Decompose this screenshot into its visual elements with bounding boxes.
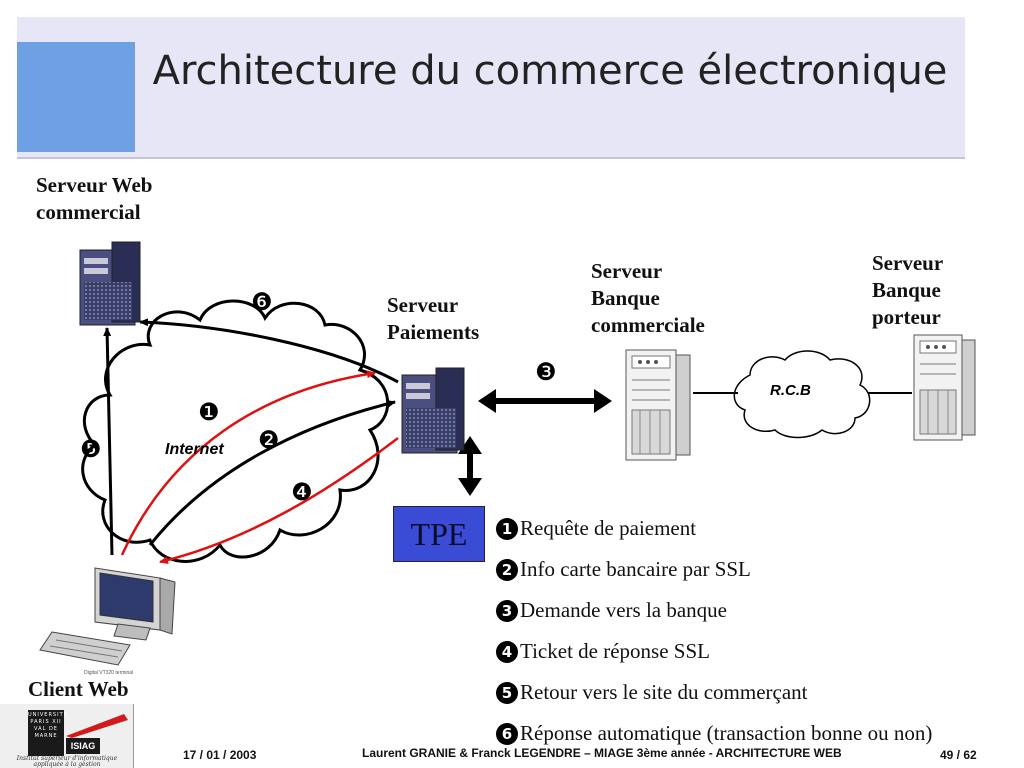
legend-item: 5 Retour vers le site du commerçant — [496, 672, 1024, 713]
arrow-payment-to-web — [139, 318, 399, 384]
legend-number: 5 — [496, 681, 518, 704]
legend-number: 2 — [496, 558, 518, 581]
merchant-bank-server-icon — [625, 349, 691, 461]
merchant-bank-label-line3: commerciale — [591, 313, 705, 337]
footer-date: 17 / 01 / 2003 — [183, 748, 257, 762]
tpe-box: TPE — [393, 506, 485, 562]
slide-title: Architecture du commerce électronique — [152, 48, 948, 94]
footer-page-number: 49 / 62 — [940, 748, 977, 762]
legend-item: 4 Ticket de réponse SSL — [496, 631, 1024, 672]
payment-server-label-line2: Paiements — [387, 320, 480, 344]
web-server-label-line2: commercial — [36, 200, 141, 224]
arrow-client-to-web — [103, 327, 114, 556]
step-marker-2: ❷ — [258, 426, 280, 454]
card-bank-server-icon — [913, 334, 976, 441]
isiag-logo: UNIVERSITÉ PARIS XII VAL DE MARNE ISIAG … — [0, 704, 134, 768]
footer-authors: Laurent GRANIE & Franck LEGENDRE – MIAGE… — [362, 746, 842, 760]
legend-text: Info carte bancaire par SSL — [520, 557, 751, 581]
web-server-label-line1: Serveur Web — [36, 173, 153, 197]
logo-tagline: Institut supérieur d'informatique appliq… — [16, 755, 118, 768]
rcb-cloud — [733, 350, 871, 439]
arrow-step1-red — [120, 370, 376, 556]
client-terminal-icon — [39, 567, 176, 666]
web-server-icon — [79, 241, 141, 326]
legend-item: 1 Requête de paiement — [496, 508, 1024, 549]
title-band — [17, 17, 965, 157]
arrow-client-to-payment — [148, 399, 396, 546]
arrow-step4-red — [159, 437, 399, 564]
legend: 1 Requête de paiement 2 Info carte banca… — [496, 508, 1024, 754]
legend-item: 6 Réponse automatique (transaction bonne… — [496, 713, 1024, 754]
card-bank-label-line2: Banque — [872, 278, 941, 302]
internet-label: Internet — [165, 441, 224, 458]
card-bank-label-line1: Serveur — [872, 251, 944, 275]
legend-text: Réponse automatique (transaction bonne o… — [520, 721, 933, 745]
isiag-mark: ISIAG — [66, 738, 100, 754]
payment-server-label: Serveur Paiements — [387, 292, 479, 346]
legend-number: 1 — [496, 517, 518, 540]
step-marker-1: ❶ — [198, 398, 220, 426]
merchant-bank-label: Serveur Banque commerciale — [591, 258, 705, 339]
merchant-bank-label-line1: Serveur — [591, 259, 663, 283]
legend-number: 4 — [496, 640, 518, 663]
payment-server-label-line1: Serveur — [387, 293, 459, 317]
logo-slash — [66, 714, 128, 738]
legend-text: Retour vers le site du commerçant — [520, 680, 808, 704]
university-mark: UNIVERSITÉ PARIS XII VAL DE MARNE — [28, 710, 67, 756]
merchant-bank-label-line2: Banque — [591, 286, 660, 310]
client-label: Client Web — [28, 677, 129, 701]
terminal-caption: Digital VT320 terminal — [84, 670, 134, 676]
step-marker-3: ❸ — [535, 358, 557, 386]
rcb-label: R.C.B — [770, 382, 811, 399]
legend-text: Ticket de réponse SSL — [520, 639, 710, 663]
internet-cloud — [81, 299, 390, 563]
legend-number: 3 — [496, 599, 518, 622]
legend-text: Demande vers la banque — [520, 598, 727, 622]
web-server-label: Serveur Web commercial — [36, 172, 152, 226]
title-accent — [17, 42, 135, 152]
card-bank-label: Serveur Banque porteur — [872, 250, 943, 331]
card-bank-label-line3: porteur — [872, 305, 941, 329]
legend-item: 3 Demande vers la banque — [496, 590, 1024, 631]
step-marker-6: ❻ — [251, 288, 273, 316]
step-marker-4: ❹ — [291, 478, 313, 506]
payment-server-icon — [401, 367, 465, 454]
legend-item: 2 Info carte bancaire par SSL — [496, 549, 1024, 590]
legend-text: Requête de paiement — [520, 516, 697, 540]
legend-number: 6 — [496, 722, 518, 745]
step-marker-5: ❺ — [80, 435, 102, 463]
title-divider — [17, 157, 965, 159]
